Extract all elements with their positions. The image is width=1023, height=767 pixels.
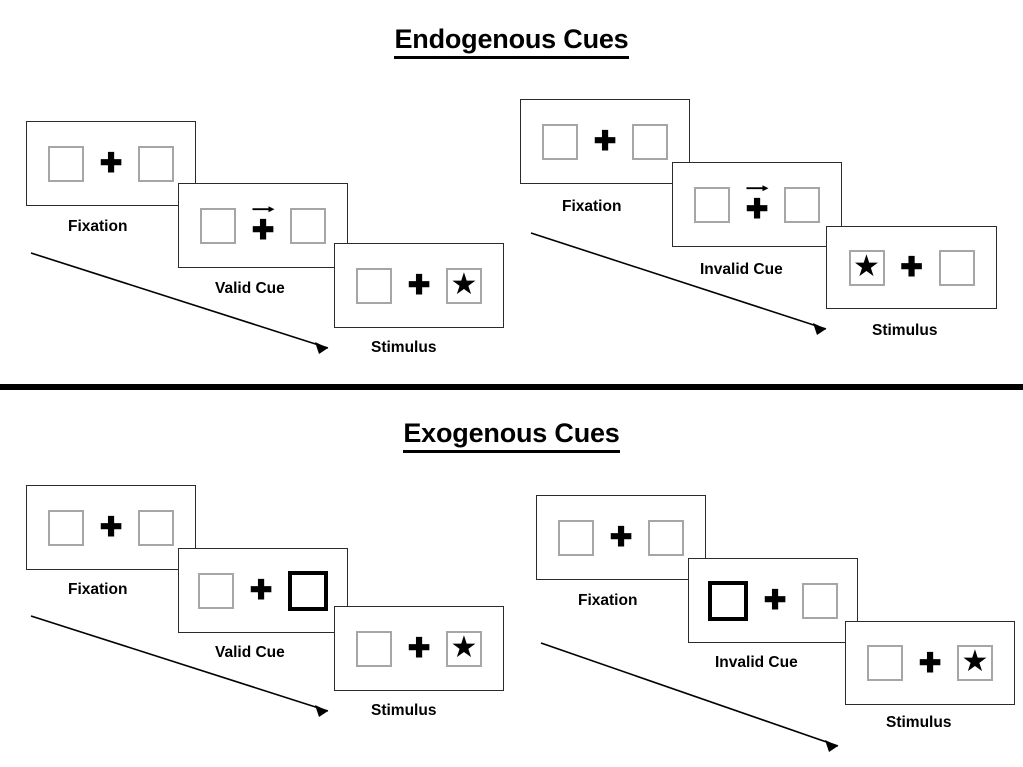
section-title-exogenous-text: Exogenous Cues — [403, 420, 620, 453]
fixation-cross-wrap: ✚ — [744, 183, 770, 227]
arrow-right-cue-icon — [252, 205, 275, 212]
panel-exogenous-valid-stimulus: ✚ ★ — [334, 606, 504, 691]
panel-content: ✚ — [521, 100, 689, 183]
fixation-cross-icon: ✚ — [745, 193, 769, 224]
panel-exogenous-valid-cue: ✚ — [178, 548, 348, 633]
placeholder-box-left — [558, 519, 594, 556]
panel-content: ✚ — [689, 559, 857, 642]
placeholder-box-right — [290, 207, 326, 244]
panel-endogenous-invalid-stimulus: ★ ✚ — [826, 226, 997, 309]
stage-label-exogenous-invalid-cue: Invalid Cue — [715, 654, 798, 671]
fixation-cross-wrap: ✚ — [762, 579, 788, 623]
placeholder-box-left — [48, 509, 84, 546]
fixation-cross-icon: ✚ — [763, 585, 787, 615]
placeholder-box-right — [648, 519, 684, 556]
placeholder-box-right: ★ — [446, 630, 482, 667]
placeholder-box-left — [200, 207, 236, 244]
placeholder-box-left — [694, 186, 730, 223]
arrow-right-cue-icon — [746, 184, 769, 191]
panel-content: ✚ — [179, 184, 347, 267]
fixation-cross-icon: ✚ — [918, 647, 942, 678]
panel-endogenous-valid-cue: ✚ — [178, 183, 348, 268]
panel-content: ✚ — [179, 549, 347, 632]
panel-exogenous-invalid-stimulus: ✚ ★ — [845, 621, 1015, 705]
fixation-cross-wrap: ✚ — [608, 516, 634, 560]
placeholder-box-right — [938, 249, 975, 286]
panel-content: ★ ✚ — [827, 227, 996, 308]
stage-label-endogenous-invalid-fixation: Fixation — [562, 198, 622, 215]
panel-exogenous-valid-fixation: ✚ — [26, 485, 196, 570]
fixation-cross-icon: ✚ — [99, 148, 123, 178]
stage-label-exogenous-valid-cue: Valid Cue — [215, 644, 285, 661]
fixation-cross-wrap: ✚ — [406, 627, 432, 671]
panel-content: ✚ — [673, 163, 841, 246]
time-flow-arrow-endogenous-valid — [30, 252, 329, 354]
placeholder-box-left — [356, 267, 392, 304]
target-star-icon: ★ — [853, 249, 880, 283]
fixation-cross-wrap: ✚ — [248, 569, 274, 613]
panel-content: ✚ ★ — [335, 244, 503, 327]
placeholder-box-right: ★ — [957, 645, 993, 681]
stage-label-endogenous-invalid-stimulus: Stimulus — [872, 322, 938, 339]
panel-content: ✚ ★ — [335, 607, 503, 690]
panel-content: ✚ — [27, 122, 195, 205]
placeholder-box-right-cued — [288, 570, 328, 611]
placeholder-box-right — [138, 509, 174, 546]
placeholder-box-right — [632, 123, 668, 160]
fixation-cross-icon: ✚ — [407, 270, 431, 300]
placeholder-box-left: ★ — [848, 249, 885, 286]
placeholder-box-left — [198, 572, 234, 609]
stage-label-exogenous-valid-stimulus: Stimulus — [371, 702, 437, 719]
target-star-icon: ★ — [450, 267, 478, 301]
panel-endogenous-valid-stimulus: ✚ ★ — [334, 243, 504, 328]
fixation-cross-wrap: ✚ — [98, 142, 124, 186]
section-title-endogenous-text: Endogenous Cues — [394, 26, 629, 59]
panel-endogenous-valid-fixation: ✚ — [26, 121, 196, 206]
fixation-cross-wrap: ✚ — [406, 264, 432, 308]
fixation-cross-icon: ✚ — [900, 252, 923, 282]
section-title-exogenous: Exogenous Cues — [0, 420, 1023, 453]
placeholder-box-left — [542, 123, 578, 160]
fixation-cross-icon: ✚ — [407, 633, 431, 663]
fixation-cross-icon: ✚ — [249, 575, 273, 605]
stage-label-exogenous-invalid-fixation: Fixation — [578, 592, 638, 609]
placeholder-box-right: ★ — [446, 267, 482, 304]
fixation-cross-icon: ✚ — [609, 522, 633, 552]
fixation-cross-wrap: ✚ — [917, 641, 943, 685]
fixation-cross-icon: ✚ — [251, 214, 275, 245]
panel-exogenous-invalid-cue: ✚ — [688, 558, 858, 643]
section-divider — [0, 384, 1023, 390]
panel-endogenous-invalid-cue: ✚ — [672, 162, 842, 247]
stage-label-endogenous-invalid-cue: Invalid Cue — [700, 261, 783, 278]
fixation-cross-icon: ✚ — [593, 126, 617, 156]
panel-content: ✚ — [27, 486, 195, 569]
placeholder-box-left — [867, 645, 903, 681]
placeholder-box-left — [48, 145, 84, 182]
target-star-icon: ★ — [450, 630, 478, 664]
target-star-icon: ★ — [961, 645, 989, 678]
stage-label-exogenous-invalid-stimulus: Stimulus — [886, 714, 952, 731]
panel-exogenous-invalid-fixation: ✚ — [536, 495, 706, 580]
time-flow-arrow-exogenous-invalid — [540, 642, 839, 752]
fixation-cross-wrap: ✚ — [592, 120, 618, 164]
fixation-cross-wrap: ✚ — [250, 204, 276, 248]
fixation-cross-wrap: ✚ — [98, 506, 124, 550]
placeholder-box-left — [356, 630, 392, 667]
stage-label-endogenous-valid-stimulus: Stimulus — [371, 339, 437, 356]
panel-endogenous-invalid-fixation: ✚ — [520, 99, 690, 184]
stage-label-endogenous-valid-cue: Valid Cue — [215, 280, 285, 297]
panel-content: ✚ ★ — [846, 622, 1014, 704]
panel-content: ✚ — [537, 496, 705, 579]
fixation-cross-wrap: ✚ — [899, 246, 925, 290]
time-flow-arrow-endogenous-invalid — [530, 232, 827, 335]
placeholder-box-right — [802, 582, 838, 619]
section-title-endogenous: Endogenous Cues — [0, 26, 1023, 59]
time-flow-arrow-exogenous-valid — [30, 615, 329, 717]
placeholder-box-right — [138, 145, 174, 182]
placeholder-box-left-cued — [708, 580, 748, 621]
fixation-cross-icon: ✚ — [99, 512, 123, 542]
stage-label-endogenous-valid-fixation: Fixation — [68, 218, 128, 235]
placeholder-box-right — [784, 186, 820, 223]
stage-label-exogenous-valid-fixation: Fixation — [68, 581, 128, 598]
